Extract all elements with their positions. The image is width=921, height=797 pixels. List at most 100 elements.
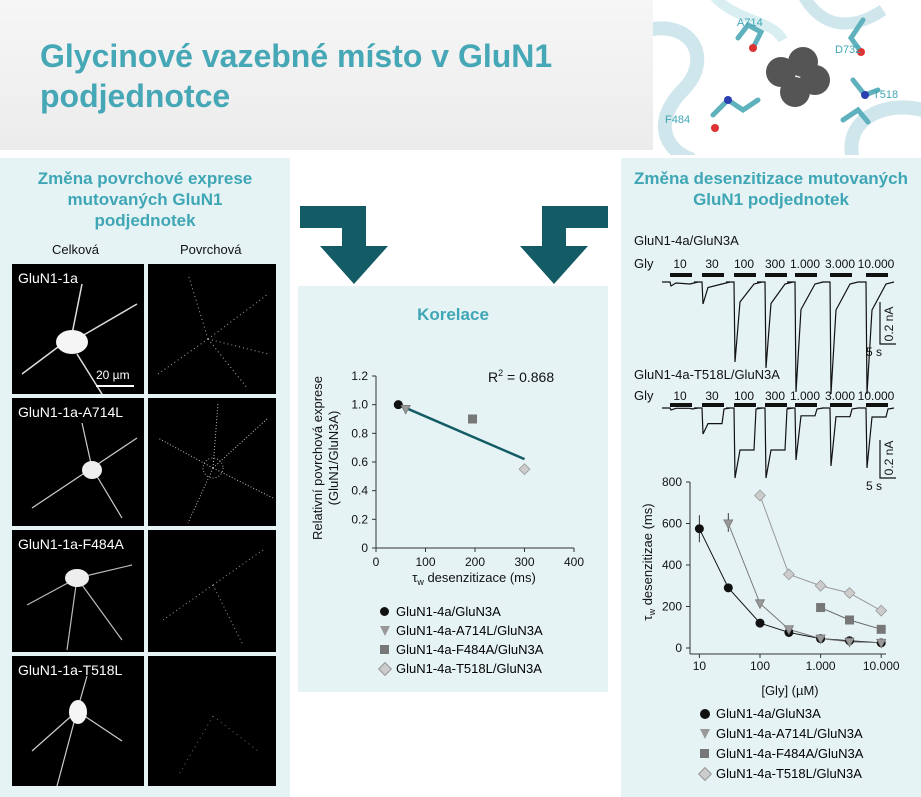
scale-label-current: 0.2 nA <box>882 307 896 342</box>
data-point-square <box>876 624 886 634</box>
right-panel <box>621 158 921 797</box>
data-point-diamond <box>843 587 856 599</box>
gly-conc-label: 100 <box>734 389 754 403</box>
dose-ylabel: τw desenzitizae (ms) <box>640 503 657 620</box>
correlation-chart: Relativní povrchová exprese (GluN1/GluN3… <box>310 368 584 587</box>
arrow-from-right <box>520 206 608 284</box>
center-panel-title: Korelace <box>417 305 489 324</box>
data-point-triangle <box>783 625 795 636</box>
residue-label-a714: A714 <box>737 17 763 29</box>
row-label: GluN1-1a-F484A <box>18 536 124 552</box>
current-trace <box>822 281 859 395</box>
legend-item: GluN1-4a/GluN3A <box>380 604 608 623</box>
current-trace <box>787 407 824 461</box>
x-tick-label: 10 <box>693 659 707 673</box>
current-trace <box>757 407 794 479</box>
data-point-triangle <box>844 637 855 648</box>
scale-bar-label: 20 µm <box>96 368 130 382</box>
application-bar <box>734 403 756 407</box>
legend-item: GluN1-4a-T518L/GluN3A <box>697 766 916 786</box>
current-trace <box>858 281 895 395</box>
x-tick-label: 100 <box>415 555 435 569</box>
legend-marker-square <box>380 645 389 654</box>
micrograph-total-2: GluN1-1a-A714L <box>12 398 144 526</box>
micrograph-surface-1 <box>148 264 276 394</box>
data-point-circle <box>755 618 765 628</box>
corr-legend: GluN1-4a/GluN3A GluN1-4a-A714L/GluN3A Gl… <box>377 604 608 680</box>
corr-xlabel: τw desenzitizace (ms) <box>412 570 536 587</box>
data-point-square <box>816 603 826 613</box>
x-tick-label: 400 <box>564 555 584 569</box>
residue-label-d732: D732 <box>835 44 862 56</box>
micrograph-total-1: GluN1-1a 20 µm <box>12 264 144 394</box>
legend-marker-triangle <box>700 729 710 739</box>
y-tick-label: 1.0 <box>351 398 368 412</box>
desensitization-chart: τw desenzitizae (ms) [Gly] (µM) 02004006… <box>640 475 900 698</box>
regression-line <box>397 403 525 461</box>
scale-label-time: 5 s <box>866 345 882 359</box>
application-bar <box>795 273 817 277</box>
data-point-triangle <box>815 634 826 645</box>
current-trace <box>694 281 731 305</box>
data-point-diamond <box>782 568 795 581</box>
data-point-triangle <box>723 519 734 530</box>
data-point-circle <box>393 400 403 410</box>
scale-label-current: 0.2 nA <box>882 441 896 476</box>
data-point-circle <box>723 583 733 593</box>
scale-bar <box>879 440 896 479</box>
scale-bar <box>879 302 896 345</box>
data-point-square <box>468 414 478 424</box>
x-tick-label: 200 <box>465 555 485 569</box>
gly-conc-label: 10.000 <box>858 257 895 271</box>
legend-label: GluN1-4a/GluN3A <box>716 706 821 721</box>
trace2-label: GluN1-4a-T518L/GluN3A <box>634 367 780 382</box>
row-label: GluN1-1a-T518L <box>18 662 123 678</box>
left-panel-title: Změna povrchové exprese mutovaných GluN1… <box>37 169 253 230</box>
y-tick-label: 0 <box>361 541 368 555</box>
x-tick-label: 1.000 <box>806 659 836 673</box>
corr-ylabel-line2: (GluN1/GluN3A) <box>326 411 341 506</box>
gly-conc-label: 300 <box>765 257 785 271</box>
legend-item: GluN1-4a/GluN3A <box>700 706 916 726</box>
r-squared-label: R2 = 0.868 <box>488 368 554 385</box>
gly-conc-label: 3.000 <box>825 389 855 403</box>
y-tick-label: 0.8 <box>351 426 368 440</box>
micrograph-surface-3 <box>148 530 276 652</box>
structure-image: A714 D732 T518 F484 <box>646 0 921 167</box>
gly-conc-label: 1.000 <box>790 389 820 403</box>
dose-xlabel: [Gly] (µM) <box>761 683 818 698</box>
micrograph-total-3: GluN1-1a-F484A <box>12 530 144 652</box>
legend-marker-square <box>700 749 709 758</box>
current-trace <box>787 281 824 393</box>
data-point-diamond <box>518 463 531 476</box>
y-tick-label: 600 <box>662 517 682 531</box>
application-bar <box>702 273 724 277</box>
data-point-diamond <box>754 489 766 502</box>
col-label-surface: Povrchová <box>180 242 242 257</box>
legend-label: GluN1-4a-T518L/GluN3A <box>716 766 862 781</box>
current-trace <box>822 407 859 467</box>
current-trace <box>726 407 763 479</box>
x-tick-label: 0 <box>373 555 380 569</box>
data-point-diamond <box>814 579 827 592</box>
y-tick-label: 200 <box>662 600 682 614</box>
y-tick-label: 400 <box>662 558 682 572</box>
y-tick-label: 0.6 <box>351 455 368 469</box>
right-panel-title: Změna desenzitizace mutovaných GluN1 pod… <box>634 169 908 209</box>
row-label: GluN1-1a-A714L <box>18 404 124 420</box>
series-line <box>727 523 882 644</box>
gly-conc-label: 10 <box>673 257 687 271</box>
legend-label: GluN1-4a-T518L/GluN3A <box>396 661 542 676</box>
application-bar <box>765 273 787 277</box>
application-bar <box>734 273 756 277</box>
row-label: GluN1-1a <box>18 270 78 286</box>
legend-marker-triangle <box>380 626 390 636</box>
residue-label-f484: F484 <box>665 114 691 126</box>
legend-item: GluN1-4a-A714L/GluN3A <box>380 623 608 642</box>
legend-marker-circle <box>700 709 710 719</box>
gly-conc-label: 10.000 <box>858 389 895 403</box>
scale-bar <box>96 385 134 387</box>
y-tick-label: 800 <box>662 475 682 489</box>
residue-label-t518: T518 <box>873 89 899 101</box>
scale-label-time: 5 s <box>866 479 882 493</box>
